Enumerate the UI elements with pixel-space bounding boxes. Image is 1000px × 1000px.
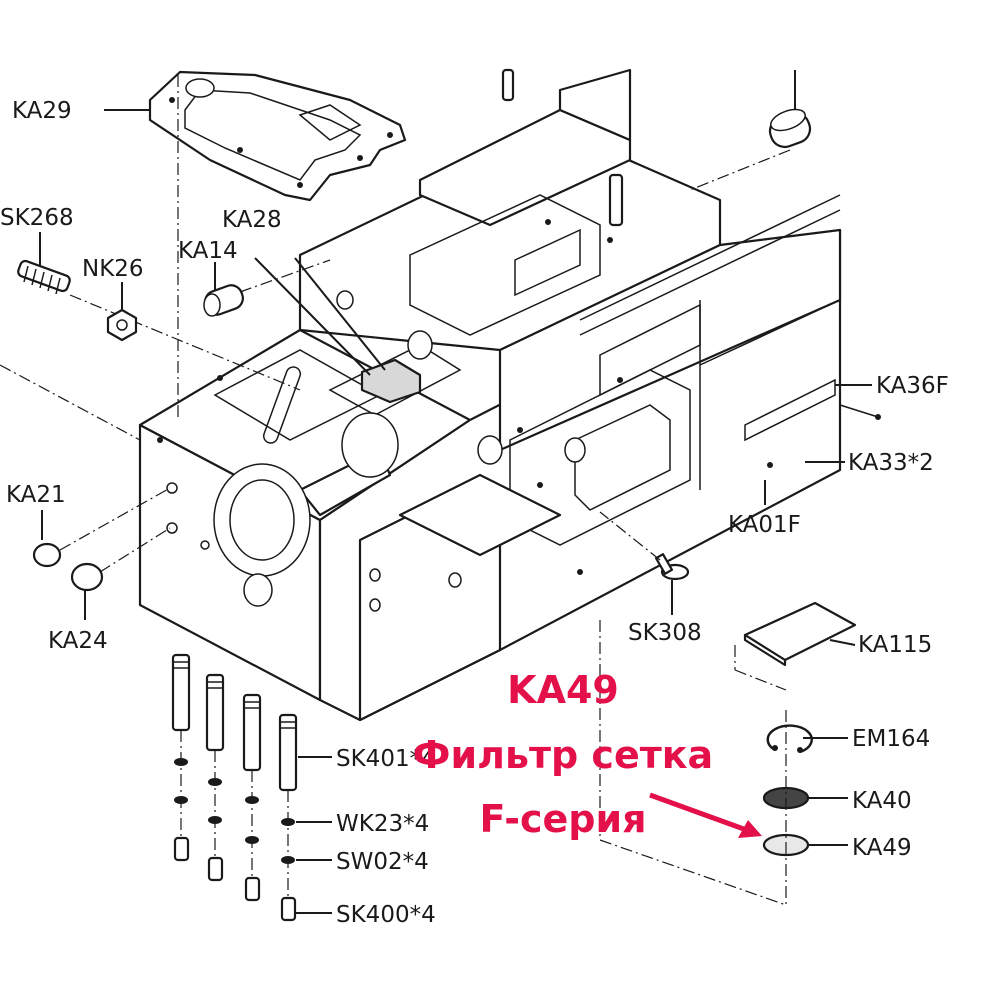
label-ka40: KA40 — [852, 788, 912, 814]
label-ka29: KA29 — [12, 98, 72, 124]
machine-housing — [138, 68, 842, 722]
filter-assembly — [599, 620, 848, 906]
label-sk268: SK268 — [0, 205, 74, 231]
label-ka14: KA14 — [178, 238, 238, 264]
label-sw02: SW02*4 — [336, 849, 429, 875]
label-ka24: KA24 — [48, 628, 108, 654]
sk308-screw — [599, 511, 690, 615]
highlight-arrow — [649, 792, 762, 838]
label-sk308: SK308 — [628, 620, 702, 646]
leader-lines — [104, 109, 881, 505]
top-pins — [501, 68, 624, 227]
label-em164: EM164 — [852, 726, 930, 752]
filter-annotation: KA49 Фильтр сетка F-серия — [413, 668, 713, 841]
annotation-part-code: KA49 — [507, 668, 619, 712]
label-ka36f: KA36F — [876, 373, 949, 399]
side-plugs — [0, 364, 171, 620]
label-ka21: KA21 — [6, 482, 66, 508]
label-ka01f: KA01F — [728, 512, 801, 538]
bottom-screws — [171, 653, 332, 922]
sk268-screw — [17, 232, 301, 391]
label-sk401: SK401*4 — [336, 746, 436, 772]
ka14-bushing — [203, 259, 331, 317]
label-nk26: NK26 — [82, 256, 144, 282]
ka115-pad — [743, 601, 857, 667]
annotation-line-1: Фильтр сетка — [413, 733, 713, 777]
label-ka115: KA115 — [858, 632, 932, 658]
label-sk400: SK400*4 — [336, 902, 436, 928]
label-ka49: KA49 — [852, 835, 912, 861]
nk26-nut — [106, 282, 138, 342]
ka28-felt-block — [254, 257, 422, 404]
label-ka28: KA28 — [222, 207, 282, 233]
ka29-cover-plate — [148, 70, 407, 420]
annotation-line-2: F-серия — [479, 797, 646, 841]
label-ka33: KA33*2 — [848, 450, 934, 476]
part-labels: KA29 SK268 KA28 KA14 NK26 KA36F KA33*2 K… — [0, 98, 949, 928]
label-wk23: WK23*4 — [336, 811, 429, 837]
bushing-top-right — [689, 70, 812, 191]
